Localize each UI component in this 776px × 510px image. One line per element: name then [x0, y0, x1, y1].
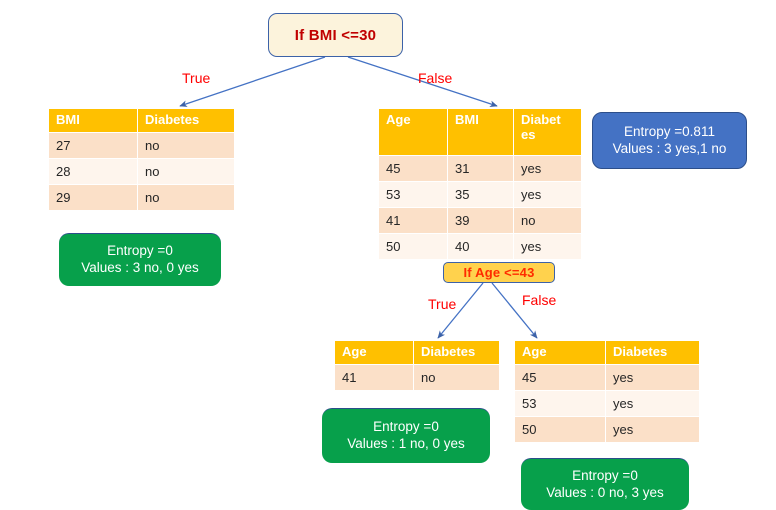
column-header: Diabetes [414, 341, 499, 364]
cell: 35 [448, 182, 513, 207]
table-header-row: Age Diabetes [335, 341, 499, 364]
leaf-values: Values : 3 yes,1 no [612, 140, 727, 156]
age-diabetes-true-table: Age Diabetes 41 no [334, 340, 500, 391]
edge-label-second-true: True [428, 296, 457, 312]
age-diabetes-false-table: Age Diabetes 45 yes 53 yes 50 yes [514, 340, 700, 443]
table-row: 41 no [335, 364, 499, 390]
leaf-values: Values : 3 no, 0 yes [81, 260, 199, 275]
edge-label-root-true: True [182, 70, 211, 86]
cell: 27 [49, 132, 137, 158]
leaf-values: Values : 0 no, 3 yes [546, 484, 664, 500]
cell: 53 [379, 182, 447, 207]
table-row: 41 39 no [379, 208, 581, 233]
decision-node-age[interactable]: If Age <=43 [443, 262, 555, 283]
cell: 45 [379, 156, 447, 181]
cell: yes [514, 156, 581, 181]
cell: 39 [448, 208, 513, 233]
bmi-diabetes-table: BMI Diabetes 27 no 28 no 29 no [48, 108, 235, 211]
table-row: 50 40 yes [379, 234, 581, 259]
column-header: BMI [448, 109, 513, 155]
table-row: 45 31 yes [379, 156, 581, 181]
cell: 50 [379, 234, 447, 259]
cell: yes [606, 390, 699, 416]
age-bmi-diabetes-table: Age BMI Diabet es 45 31 yes 53 35 yes 41… [378, 108, 582, 260]
column-header: BMI [49, 109, 137, 132]
table-header-row: Age BMI Diabet es [379, 109, 581, 155]
table-header-row: Age Diabetes [515, 341, 699, 364]
table-row: 45 yes [515, 364, 699, 390]
cell: 29 [49, 184, 137, 210]
column-header: Diabetes [606, 341, 699, 364]
leaf-box-right-entropy: Entropy =0.811 Values : 3 yes,1 no [592, 112, 747, 169]
table-row: 29 no [49, 184, 234, 210]
decision-node-root-label: If BMI <=30 [294, 26, 377, 44]
column-header: Age [335, 341, 413, 364]
edge-label-second-false: False [522, 292, 557, 308]
leaf-box-left-entropy: Entropy =0 Values : 3 no, 0 yes [59, 233, 221, 286]
cell: 31 [448, 156, 513, 181]
decision-node-root[interactable]: If BMI <=30 [268, 13, 403, 57]
cell: 40 [448, 234, 513, 259]
edge-label-root-false: False [418, 70, 453, 86]
column-header: Diabetes [138, 109, 234, 132]
table-row: 53 yes [515, 390, 699, 416]
table-row: 50 yes [515, 416, 699, 442]
cell: no [138, 132, 234, 158]
leaf-entropy-value: Entropy =0 [572, 467, 638, 483]
cell: yes [606, 416, 699, 442]
cell: 28 [49, 158, 137, 184]
column-header: Diabet es [514, 109, 581, 155]
leaf-box-bottom-right-entropy: Entropy =0 Values : 0 no, 3 yes [521, 458, 689, 510]
cell: no [138, 158, 234, 184]
column-header: Age [515, 341, 605, 364]
cell: no [414, 364, 499, 390]
cell: 41 [379, 208, 447, 233]
cell: no [138, 184, 234, 210]
leaf-values: Values : 1 no, 0 yes [347, 436, 465, 451]
column-header: Age [379, 109, 447, 155]
leaf-entropy-value: Entropy =0 [107, 243, 173, 259]
table-row: 53 35 yes [379, 182, 581, 207]
cell: 50 [515, 416, 605, 442]
cell: yes [514, 182, 581, 207]
cell: yes [514, 234, 581, 259]
table-row: 27 no [49, 132, 234, 158]
leaf-entropy-value: Entropy =0 [373, 419, 439, 435]
decision-node-age-label: If Age <=43 [463, 265, 535, 280]
cell: yes [606, 364, 699, 390]
table-header-row: BMI Diabetes [49, 109, 234, 132]
leaf-entropy-value: Entropy =0.811 [624, 123, 715, 139]
leaf-box-bottom-left-entropy: Entropy =0 Values : 1 no, 0 yes [322, 408, 490, 463]
cell: 53 [515, 390, 605, 416]
cell: no [514, 208, 581, 233]
cell: 41 [335, 364, 413, 390]
table-row: 28 no [49, 158, 234, 184]
cell: 45 [515, 364, 605, 390]
